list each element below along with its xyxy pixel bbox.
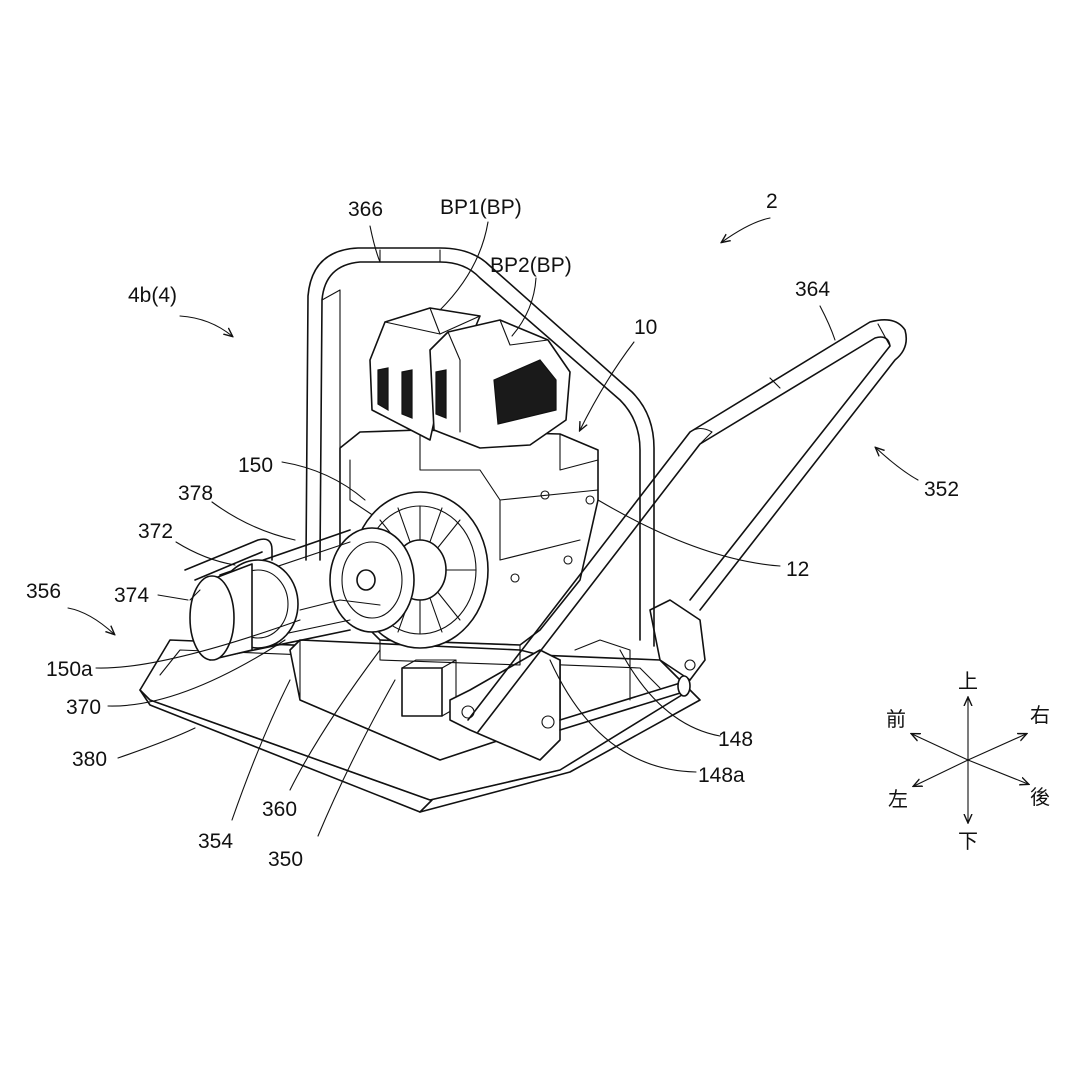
drive-pulley	[329, 527, 415, 633]
label-380: 380	[72, 748, 107, 771]
label-2: 2	[766, 190, 778, 213]
label-372: 372	[138, 520, 173, 543]
label-148a: 148a	[698, 764, 745, 787]
label-354: 354	[198, 830, 233, 853]
belt-cover	[184, 538, 381, 611]
battery-pack-bp2	[429, 319, 571, 449]
label-bp2: BP2(BP)	[490, 254, 572, 277]
exciter-pulley	[189, 559, 299, 661]
compass-left: 左	[888, 787, 908, 811]
reference-labels: 2 366 BP1(BP) BP2(BP) 364 4b(4) 10 150 3…	[26, 190, 959, 871]
label-364: 364	[795, 278, 830, 301]
label-bp1: BP1(BP)	[440, 196, 522, 219]
label-374: 374	[114, 584, 149, 607]
leader-lines	[67, 217, 919, 837]
label-150a: 150a	[46, 658, 93, 681]
label-4b: 4b(4)	[128, 284, 177, 307]
compass-right: 右	[1030, 703, 1050, 727]
label-356: 356	[26, 580, 61, 603]
label-12: 12	[786, 558, 809, 581]
compass-up: 上	[958, 669, 978, 693]
label-148: 148	[718, 728, 753, 751]
compass-front: 前	[886, 707, 906, 731]
label-360: 360	[262, 798, 297, 821]
label-350: 350	[268, 848, 303, 871]
compass-down: 下	[958, 829, 978, 853]
operating-handle	[467, 319, 908, 733]
label-150: 150	[238, 454, 273, 477]
label-366: 366	[348, 198, 383, 221]
direction-compass: 上 下 前 右 左 後	[886, 669, 1050, 853]
compass-back: 後	[1030, 785, 1050, 809]
label-10: 10	[634, 316, 657, 339]
label-378: 378	[178, 482, 213, 505]
label-370: 370	[66, 696, 101, 719]
label-352: 352	[924, 478, 959, 501]
